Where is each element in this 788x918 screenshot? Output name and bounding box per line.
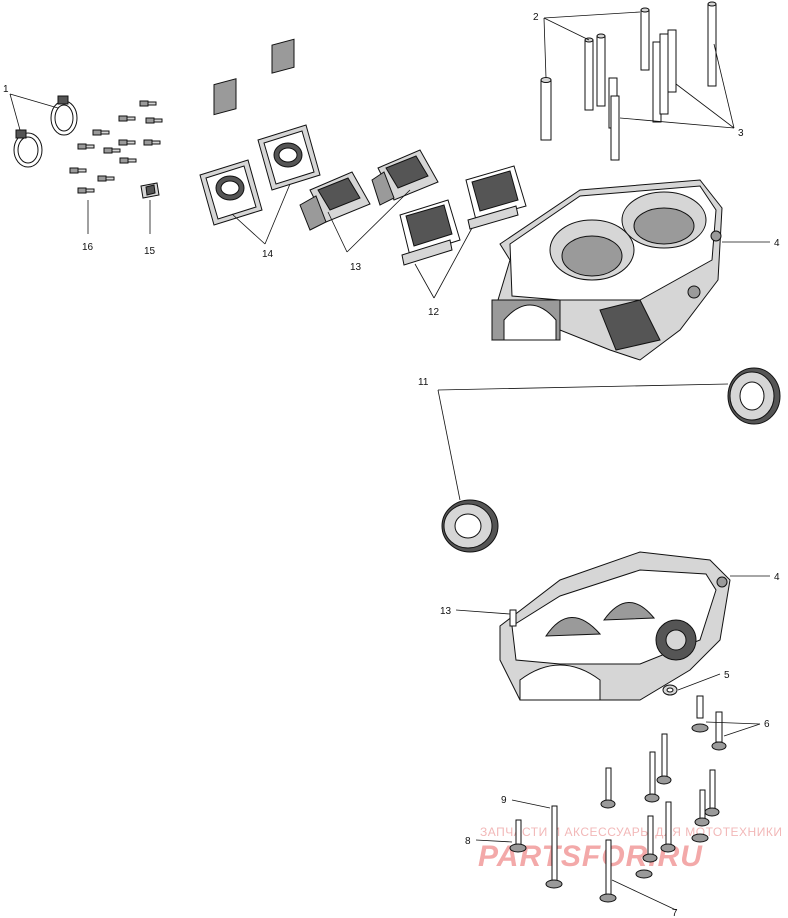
callout-13-lower: 13	[440, 606, 452, 617]
reed-petal-part	[299, 149, 439, 231]
callout-14: 14	[262, 249, 274, 260]
callout-4-lower: 4	[774, 572, 780, 583]
crankcase-lower-part	[499, 551, 731, 701]
reed-cage-part	[399, 165, 527, 266]
callout-9: 9	[501, 795, 507, 806]
reed-housing-part	[199, 38, 321, 226]
small-screws-part	[69, 100, 163, 194]
callout-11: 11	[418, 377, 429, 388]
callout-1: 1	[3, 84, 9, 95]
callout-labels: 1 2 3 4 4 5 6 7 8 9 11 12 13 13 14 15 16	[3, 12, 780, 918]
callout-4-upper: 4	[774, 238, 780, 249]
bolts-part	[509, 695, 727, 903]
plug-part	[662, 684, 678, 696]
hose-clamp-part	[13, 95, 78, 168]
callout-3: 3	[738, 128, 744, 139]
callout-12: 12	[428, 307, 440, 318]
callout-8: 8	[465, 836, 471, 847]
crankcase-upper-part	[491, 179, 723, 361]
callout-7: 7	[672, 908, 678, 918]
callout-16: 16	[82, 242, 94, 253]
oil-seal-part	[441, 367, 781, 553]
callout-6: 6	[764, 719, 770, 730]
callout-15: 15	[144, 246, 156, 257]
dowel-pin-part	[540, 1, 717, 161]
callout-2: 2	[533, 12, 539, 23]
callout-5: 5	[724, 670, 730, 681]
callout-13-upper: 13	[350, 262, 362, 273]
watermark-subtitle: ЗАПЧАСТИ И АКСЕССУАРЫ ДЛЯ МОТОТЕХНИКИ	[480, 825, 782, 839]
clip-part	[140, 182, 160, 199]
